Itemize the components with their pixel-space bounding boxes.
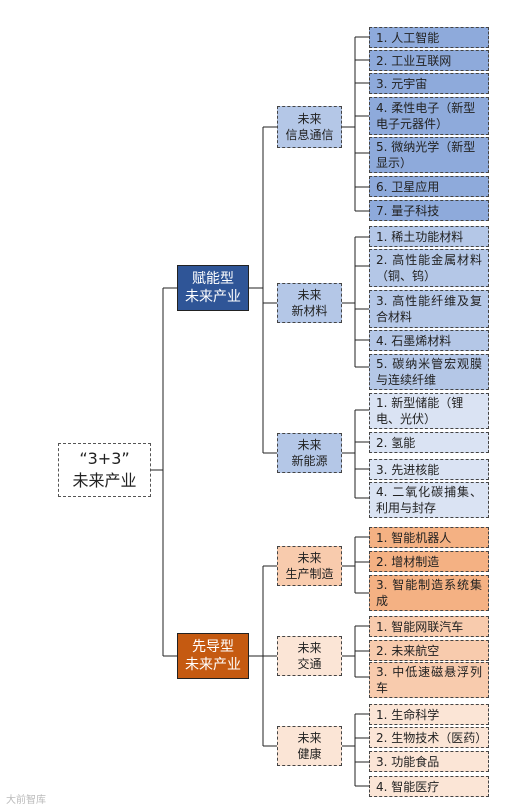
sub-line1: 未来 xyxy=(297,288,322,302)
leaf-item: 4. 柔性电子（新型电子元器件） xyxy=(369,97,489,135)
sub-line1: 未来 xyxy=(297,438,322,452)
sub-line2: 新能源 xyxy=(291,454,328,468)
watermark-text: 大前智库 xyxy=(6,795,46,806)
group-title-line2: 未来产业 xyxy=(185,289,241,305)
leaf-item: 7. 量子科技 xyxy=(369,200,489,221)
leaf-item: 3. 智能制造系统集成 xyxy=(369,575,489,611)
leaf-item: 4. 二氧化碳捕集、利用与封存 xyxy=(369,482,489,518)
leaf-item: 5. 微纳光学（新型显示） xyxy=(369,137,489,173)
leaf-item: 3. 先进核能 xyxy=(369,459,489,480)
leaf-item: 1. 智能网联汽车 xyxy=(369,616,489,637)
sub-transport: 未来 交通 xyxy=(277,636,342,676)
leaf-item: 2. 未来航空 xyxy=(369,640,489,661)
sub-line2: 生产制造 xyxy=(285,567,334,581)
group-enabling: 赋能型 未来产业 xyxy=(177,265,249,311)
leaf-item: 1. 人工智能 xyxy=(369,27,489,48)
leaf-item: 2. 氢能 xyxy=(369,432,489,453)
leaf-item: 3. 中低速磁悬浮列车 xyxy=(369,662,489,698)
group-title-line2: 未来产业 xyxy=(185,657,241,673)
sub-info-comm: 未来 信息通信 xyxy=(277,106,342,148)
leaf-item: 2. 生物技术（医药） xyxy=(369,727,489,748)
root-line2: 未来产业 xyxy=(72,471,137,490)
watermark: 大前智库 xyxy=(6,791,46,806)
leaf-item: 2. 高性能金属材料（铜、钨） xyxy=(369,249,489,287)
sub-line1: 未来 xyxy=(297,731,322,745)
leaf-item: 6. 卫星应用 xyxy=(369,176,489,197)
group-title-line1: 赋能型 xyxy=(192,271,234,287)
group-title-line1: 先导型 xyxy=(192,639,234,655)
sub-new-energy: 未来 新能源 xyxy=(277,433,342,473)
leaf-item: 4. 石墨烯材料 xyxy=(369,330,489,351)
leaf-item: 2. 工业互联网 xyxy=(369,50,489,71)
sub-line2: 交通 xyxy=(297,657,322,671)
sub-line2: 信息通信 xyxy=(285,128,334,142)
leaf-item: 1. 新型储能（锂电、光伏） xyxy=(369,393,489,429)
sub-line1: 未来 xyxy=(297,641,322,655)
root-line1: “3+3” xyxy=(79,449,130,468)
leaf-item: 5. 碳纳米管宏观膜与连续纤维 xyxy=(369,354,489,390)
leaf-item: 2. 增材制造 xyxy=(369,551,489,572)
leaf-item: 4. 智能医疗 xyxy=(369,776,489,797)
sub-line1: 未来 xyxy=(297,551,322,565)
leaf-item: 1. 生命科学 xyxy=(369,704,489,725)
leaf-item: 3. 元宇宙 xyxy=(369,73,489,94)
sub-health: 未来 健康 xyxy=(277,726,342,766)
leaf-item: 1. 智能机器人 xyxy=(369,527,489,548)
group-leading: 先导型 未来产业 xyxy=(177,633,249,679)
leaf-item: 3. 功能食品 xyxy=(369,751,489,772)
leaf-item: 3. 高性能纤维及复合材料 xyxy=(369,290,489,328)
sub-line2: 新材料 xyxy=(291,304,328,318)
sub-line2: 健康 xyxy=(297,747,322,761)
sub-manufacturing: 未来 生产制造 xyxy=(277,546,342,586)
sub-new-materials: 未来 新材料 xyxy=(277,283,342,323)
leaf-item: 1. 稀土功能材料 xyxy=(369,226,489,247)
sub-line1: 未来 xyxy=(297,112,322,126)
root-node: “3+3” 未来产业 xyxy=(58,443,151,497)
